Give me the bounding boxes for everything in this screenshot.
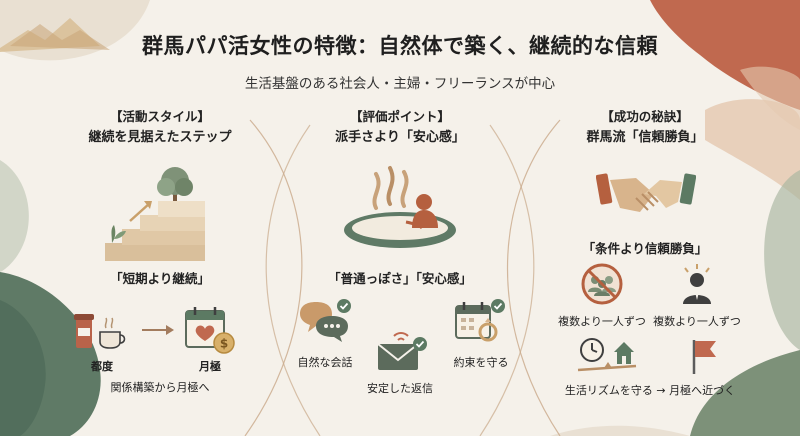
column-caption: 「短期より継続」 [110, 271, 210, 286]
chat-bubbles-icon [300, 299, 351, 342]
envelope-check-icon [377, 332, 427, 370]
page-subtitle: 生活基盤のある社会人・主婦・フリーランスが中心 [244, 76, 556, 92]
column-evaluation-header: 【評価ポイント】 派手さより「安心感」 [300, 106, 500, 148]
column-tag: 【活動スタイル】 [109, 109, 210, 124]
column-tag: 【成功の秘訣】 [601, 109, 689, 124]
column-footer: 生活リズムを守る → 月極へ近づく [564, 384, 736, 397]
evaluation-item-conversation: 自然な会話 [297, 356, 353, 369]
coffee-cup-icon [74, 314, 126, 349]
step-label-per-session: 都度 [91, 360, 113, 373]
hot-spring-icon [344, 166, 456, 248]
svg-text:$: $ [220, 337, 228, 351]
single-person-icon [683, 264, 711, 304]
arrow-right-icon [142, 325, 174, 335]
success-item-one-at-a-time: 複数より一人ずつ [558, 315, 646, 328]
evaluation-item-promise: 約束を守る [453, 356, 509, 369]
column-caption: 「普通っぽさ」「安心感」 [328, 271, 472, 286]
calendar-ring-icon [455, 299, 505, 342]
column-success-header: 【成功の秘訣】 群馬流「信頼勝負」 [545, 106, 745, 148]
flag-icon [692, 340, 716, 374]
column-tag: 【評価ポイント】 [349, 109, 450, 124]
column-heading: 派手さより「安心感」 [335, 130, 465, 145]
column-caption: 「条件より信頼勝負」 [582, 241, 708, 256]
step-label-monthly: 月極 [199, 360, 221, 373]
column-footer: 関係構築から月極へ [110, 381, 210, 394]
column-heading: 群馬流「信頼勝負」 [586, 130, 704, 145]
column-activity-style-header: 【活動スタイル】 継続を見据えたステップ [60, 106, 260, 148]
success-item-one-at-a-time-2: 複数より一人ずつ [653, 315, 741, 328]
no-group-icon [581, 263, 623, 305]
page-title: 群馬パパ活女性の特徴：自然体で築く、継続的な信頼 [142, 34, 658, 58]
calendar-heart-icon: $ [185, 307, 235, 354]
column-heading: 継続を見据えたステップ [88, 130, 232, 145]
clock-home-icon [577, 338, 637, 372]
handshake-icon [596, 173, 696, 212]
evaluation-item-reply: 安定した返信 [367, 382, 433, 395]
growth-stairs-icon [105, 167, 205, 261]
